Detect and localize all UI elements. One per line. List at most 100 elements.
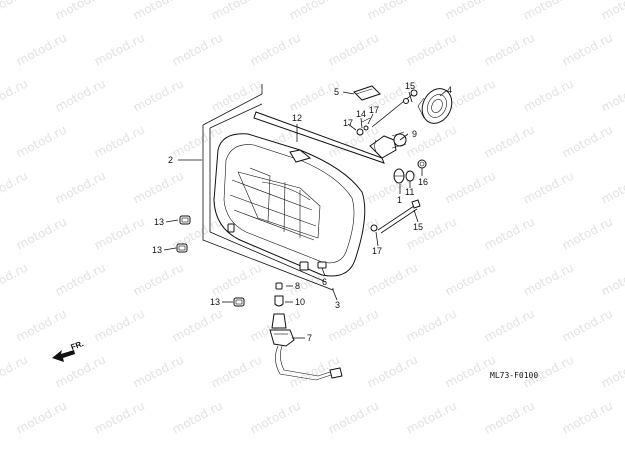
assembly-frame <box>202 84 334 291</box>
watermark-text: motod.ru <box>365 0 420 23</box>
callout-15-upper: 15 <box>405 81 415 91</box>
callout-4: 4 <box>447 85 452 95</box>
callout-14: 14 <box>356 109 366 119</box>
watermark-text: motod.ru <box>599 352 625 390</box>
adjust-screw-upper <box>371 89 418 128</box>
callout-15-lower: 15 <box>413 222 423 232</box>
callout-1: 1 <box>397 195 402 205</box>
watermark-text: motod.ru <box>560 122 615 160</box>
watermark-text: motod.ru <box>14 214 69 252</box>
watermark-text: motod.ru <box>404 30 459 68</box>
front-label: FR. <box>70 339 85 352</box>
callout-11: 11 <box>405 187 414 197</box>
callout-12: 12 <box>292 113 302 123</box>
watermark-text: motod.ru <box>53 168 108 206</box>
watermark-text: motod.ru <box>170 30 225 68</box>
mounting-grommets <box>176 215 245 307</box>
watermark-text: motod.ru <box>248 30 303 68</box>
headlight-bulb <box>369 131 407 159</box>
callout-17-upper-b: 17 <box>343 118 353 128</box>
watermark-text: motod.ru <box>482 214 537 252</box>
watermark-text: motod.ru <box>248 398 303 436</box>
watermark-text: motod.ru <box>209 0 264 23</box>
callout-17-upper-a: 17 <box>369 105 379 115</box>
watermark-text: motod.ru <box>365 260 420 298</box>
callout-10: 10 <box>295 297 305 307</box>
watermark-text: motod.ru <box>287 0 342 23</box>
callout-17-lower: 17 <box>372 246 382 256</box>
diagram-code: ML73-F0100 <box>490 371 538 380</box>
watermark-text: motod.ru <box>326 306 381 344</box>
watermark-text: motod.ru <box>0 76 30 114</box>
watermark-text: motod.ru <box>521 76 576 114</box>
watermark-text: motod.ru <box>92 30 147 68</box>
watermark-text: motod.ru <box>53 0 108 23</box>
headlight-unit <box>213 133 366 277</box>
watermark-text: motod.ru <box>92 306 147 344</box>
callout-13-a: 13 <box>154 217 164 227</box>
watermark-text: motod.ru <box>209 260 264 298</box>
watermark-text: motod.ru <box>209 352 264 390</box>
watermark-text: motod.ru <box>0 352 30 390</box>
front-direction-indicator: FR. <box>52 339 85 362</box>
watermark-text: motod.ru <box>0 168 30 206</box>
watermark-text: motod.ru <box>521 168 576 206</box>
watermark-text: motod.ru <box>170 122 225 160</box>
watermark-text: motod.ru <box>14 306 69 344</box>
nut-washer-set <box>356 117 371 136</box>
callout-7: 7 <box>307 333 312 343</box>
watermark-text: motod.ru <box>170 306 225 344</box>
bulb-cover <box>353 85 381 101</box>
watermark-text: motod.ru <box>170 398 225 436</box>
watermark-text: motod.ru <box>482 398 537 436</box>
watermark-text: motod.ru <box>326 30 381 68</box>
watermark-text: motod.ru <box>404 398 459 436</box>
watermark-text: motod.ru <box>131 260 186 298</box>
watermark-text: motod.ru <box>482 122 537 160</box>
watermark-text: motod.ru <box>599 76 625 114</box>
watermark-text: motod.ru <box>92 122 147 160</box>
watermark-text: motod.ru <box>0 0 30 23</box>
watermark-text: motod.ru <box>14 30 69 68</box>
watermark-text: motod.ru <box>131 76 186 114</box>
watermark-text: motod.ru <box>482 30 537 68</box>
callout-2: 2 <box>168 155 173 165</box>
watermark-text: motod.ru <box>14 398 69 436</box>
dust-cover <box>417 88 453 124</box>
callout-13-b: 13 <box>152 245 162 255</box>
watermark-text: motod.ru <box>131 352 186 390</box>
watermark-text: motod.ru <box>521 0 576 23</box>
watermark-text: motod.ru <box>365 352 420 390</box>
leader-lines <box>163 89 448 339</box>
callout-9: 9 <box>412 129 417 139</box>
callout-8: 8 <box>295 281 300 291</box>
watermark-text: motod.ru <box>560 30 615 68</box>
watermark-text: motod.ru <box>599 260 625 298</box>
watermark-text: motod.ru <box>53 260 108 298</box>
watermark-text: motod.ru <box>14 122 69 160</box>
watermark-text: motod.ru <box>92 398 147 436</box>
callout-6: 6 <box>322 277 327 287</box>
watermark-text: motod.ru <box>92 214 147 252</box>
adjust-screw-lower <box>370 199 421 234</box>
watermark-text: motod.ru <box>326 398 381 436</box>
watermark-text: motod.ru <box>209 76 264 114</box>
watermark-text: motod.ru <box>443 0 498 23</box>
trim-strip <box>253 111 385 164</box>
watermark-text: motod.ru <box>53 76 108 114</box>
watermark-text: motod.ru <box>0 260 30 298</box>
callout-labels: 2 12 5 15 4 14 17 17 9 16 11 1 15 17 6 3… <box>152 81 452 343</box>
watermark-text: motod.ru <box>443 168 498 206</box>
callout-3: 3 <box>335 300 340 310</box>
watermark-text: motod.ru <box>560 398 615 436</box>
position-lamp-assembly <box>269 282 343 381</box>
watermark-text: motod.ru <box>560 214 615 252</box>
watermark-text: motod.ru <box>404 306 459 344</box>
watermark-text: motod.ru <box>131 0 186 23</box>
watermark-text: motod.ru <box>521 260 576 298</box>
callout-5: 5 <box>334 87 339 97</box>
callout-16: 16 <box>418 177 428 187</box>
watermark-text: motod.ru <box>443 260 498 298</box>
callout-13-c: 13 <box>210 297 220 307</box>
